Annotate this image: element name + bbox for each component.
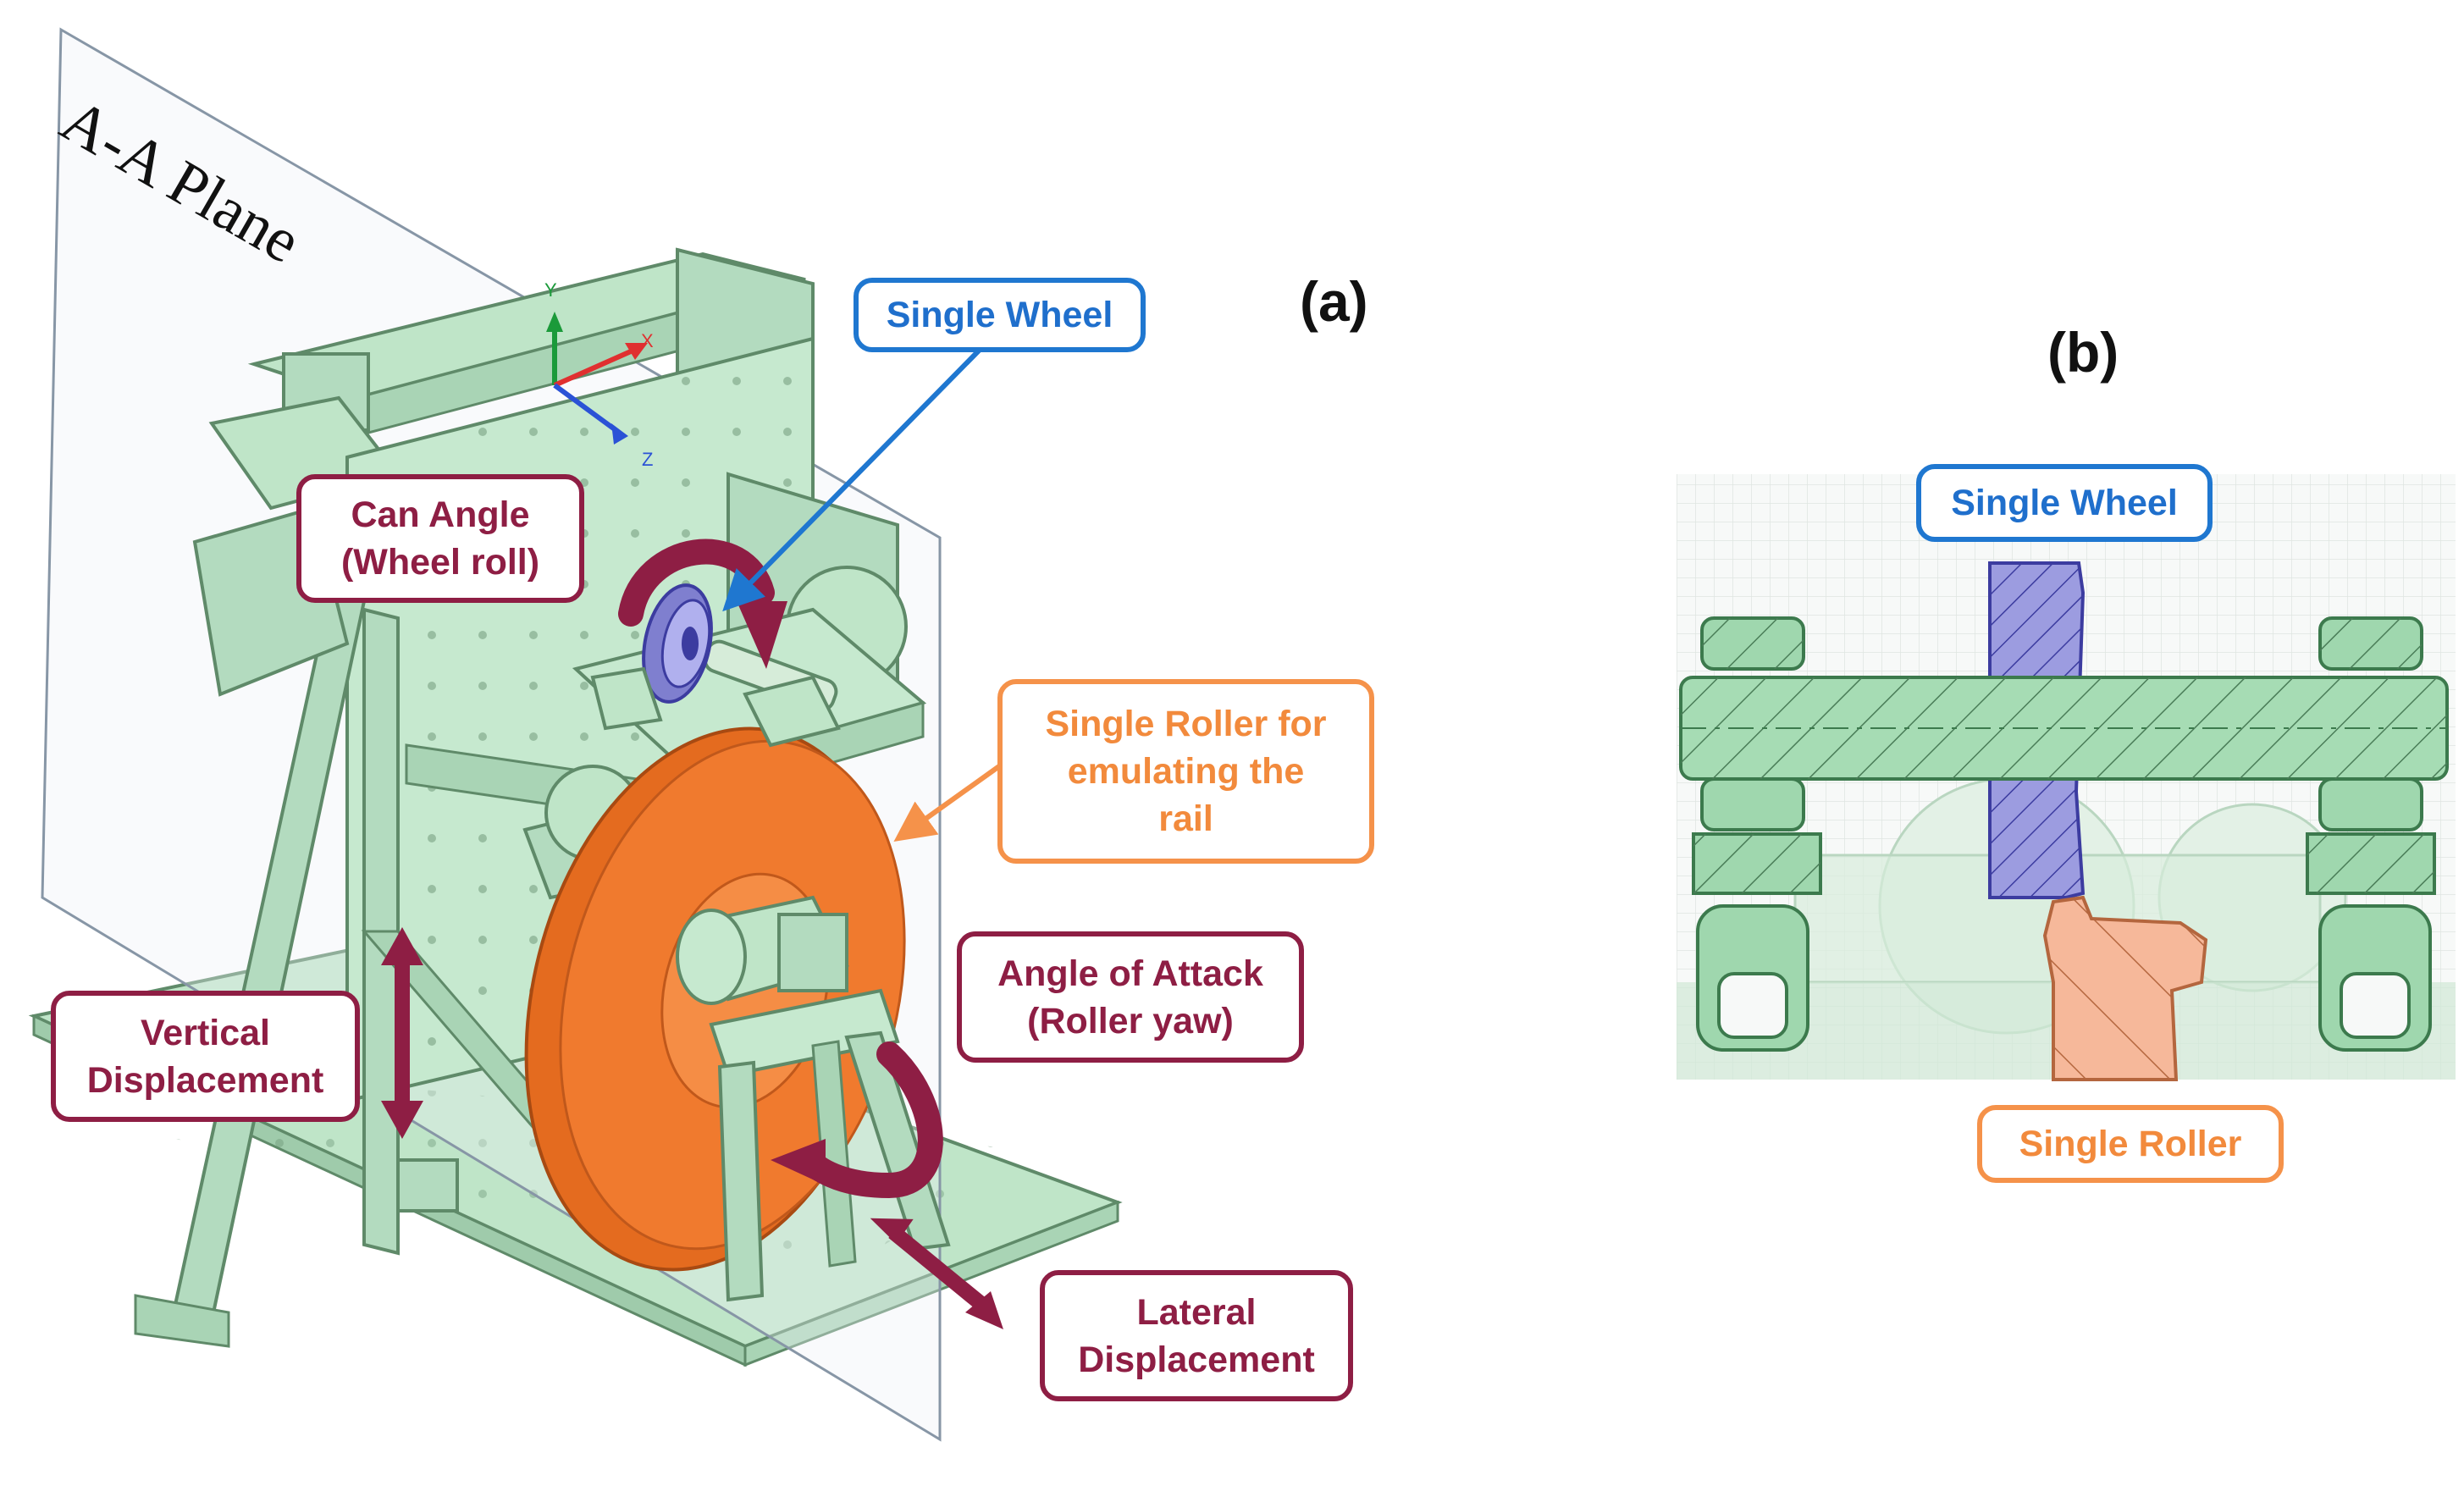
cross-section-view [1677, 474, 2456, 1081]
lateral-displacement-line1: Lateral [1136, 1291, 1257, 1333]
test-rig-illustration [28, 27, 1123, 1442]
single-roller-callout: Single Roller for emulating the rail [997, 679, 1374, 864]
can-angle-line2: (Wheel roll) [340, 542, 540, 583]
coordinate-triad: Y X Z [544, 279, 654, 470]
single-roller-line3: rail [1158, 798, 1213, 839]
single-roller-line1: Single Roller for [1045, 704, 1327, 744]
lateral-displacement-callout: Lateral Displacement [1040, 1270, 1353, 1401]
angle-of-attack-callout: Angle of Attack (Roller yaw) [957, 931, 1304, 1063]
can-angle-line1: Can Angle [351, 494, 530, 535]
single-wheel-text: Single Wheel [886, 295, 1113, 335]
angle-of-attack-line2: (Roller yaw) [1027, 1000, 1234, 1041]
panel-label-b: (b) [2047, 321, 2119, 384]
axis-x-label: X [641, 330, 654, 351]
panel-label-a: (a) [1300, 270, 1368, 333]
single-wheel-leader-arrow [722, 345, 985, 612]
single-wheel-callout: Single Wheel [854, 278, 1146, 352]
angle-of-attack-line1: Angle of Attack [997, 953, 1263, 994]
single-roller-leader-arrow [893, 764, 1001, 842]
lateral-displacement-arrow [888, 1226, 992, 1314]
can-angle-callout: Can Angle (Wheel roll) [296, 474, 584, 603]
axis-z-label: Z [642, 449, 653, 470]
axis-y-label: Y [544, 279, 557, 301]
angle-of-attack-arrow [796, 1041, 943, 1199]
single-roller-line2: emulating the [1067, 751, 1305, 792]
section-single-roller-text: Single Roller [2019, 1124, 2242, 1164]
section-single-wheel-text: Single Wheel [1951, 483, 2178, 523]
vertical-displacement-callout: Vertical Displacement [51, 991, 360, 1122]
section-single-roller-callout: Single Roller [1977, 1105, 2284, 1183]
lateral-displacement-line2: Displacement [1078, 1339, 1315, 1380]
section-single-wheel-callout: Single Wheel [1916, 464, 2213, 542]
vertical-displacement-line1: Vertical [141, 1012, 270, 1053]
vertical-displacement-line2: Displacement [86, 1059, 324, 1101]
